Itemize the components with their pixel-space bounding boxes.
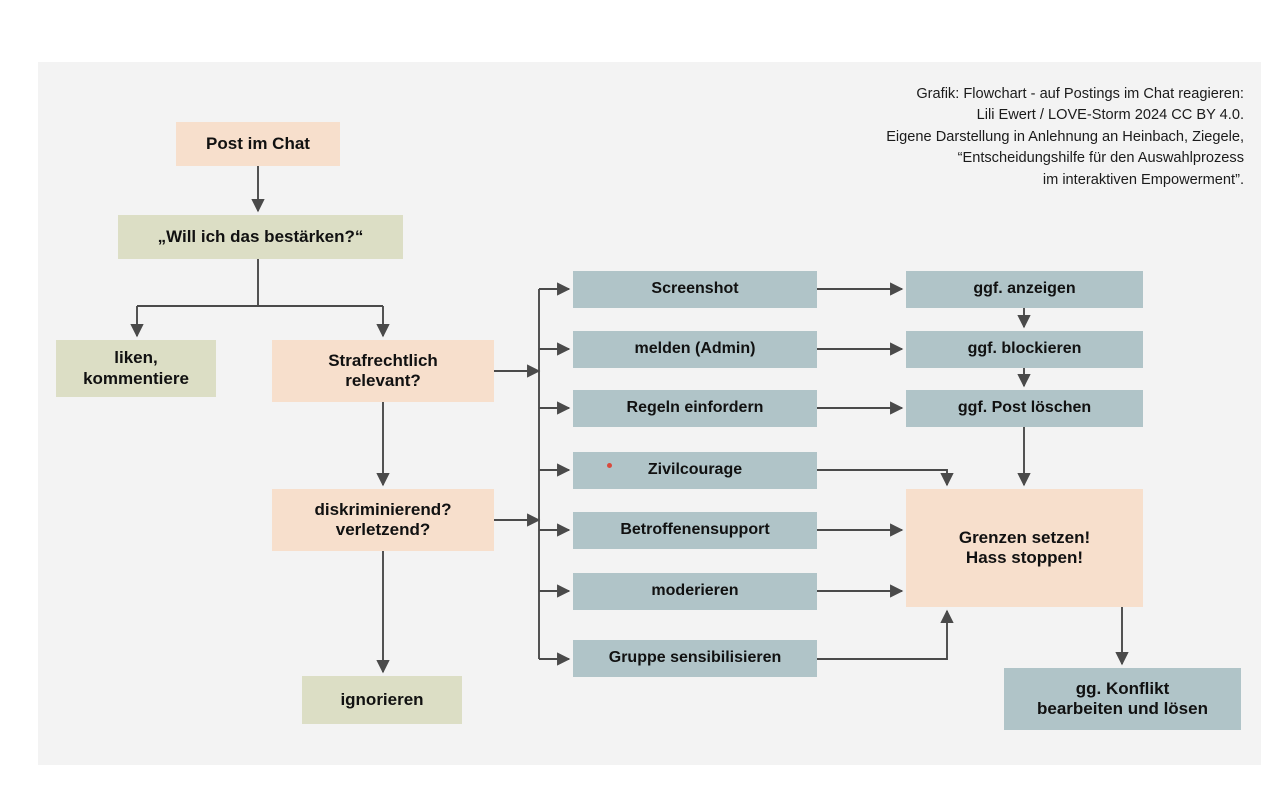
node-moderieren[interactable]: moderieren bbox=[573, 573, 817, 610]
node-strafrechtlich-relevant[interactable]: Strafrechtlich relevant? bbox=[272, 340, 494, 402]
node-liken-kommentieren[interactable]: liken, kommentiere bbox=[56, 340, 216, 397]
node-post-im-chat[interactable]: Post im Chat bbox=[176, 122, 340, 166]
node-konflikt-bearbeiten-loesen[interactable]: gg. Konflikt bearbeiten und lösen bbox=[1004, 668, 1241, 730]
node-regeln-einfordern[interactable]: Regeln einfordern bbox=[573, 390, 817, 427]
node-screenshot[interactable]: Screenshot bbox=[573, 271, 817, 308]
node-ggf-post-loeschen[interactable]: ggf. Post löschen bbox=[906, 390, 1143, 427]
node-gruppe-sensibilisieren[interactable]: Gruppe sensibilisieren bbox=[573, 640, 817, 677]
node-ggf-anzeigen[interactable]: ggf. anzeigen bbox=[906, 271, 1143, 308]
node-melden-admin[interactable]: melden (Admin) bbox=[573, 331, 817, 368]
node-zivilcourage[interactable]: Zivilcourage bbox=[573, 452, 817, 489]
node-ignorieren[interactable]: ignorieren bbox=[302, 676, 462, 724]
node-diskriminierend-verletzend[interactable]: diskriminierend? verletzend? bbox=[272, 489, 494, 551]
node-grenzen-setzen-hass-stoppen[interactable]: Grenzen setzen! Hass stoppen! bbox=[906, 489, 1143, 607]
node-betroffenensupport[interactable]: Betroffenensupport bbox=[573, 512, 817, 549]
red-marker-dot bbox=[607, 463, 612, 468]
node-ggf-blockieren[interactable]: ggf. blockieren bbox=[906, 331, 1143, 368]
node-will-ich-das-bestaerken[interactable]: „Will ich das bestärken?“ bbox=[118, 215, 403, 259]
attribution-caption: Grafik: Flowchart - auf Postings im Chat… bbox=[886, 86, 1244, 188]
